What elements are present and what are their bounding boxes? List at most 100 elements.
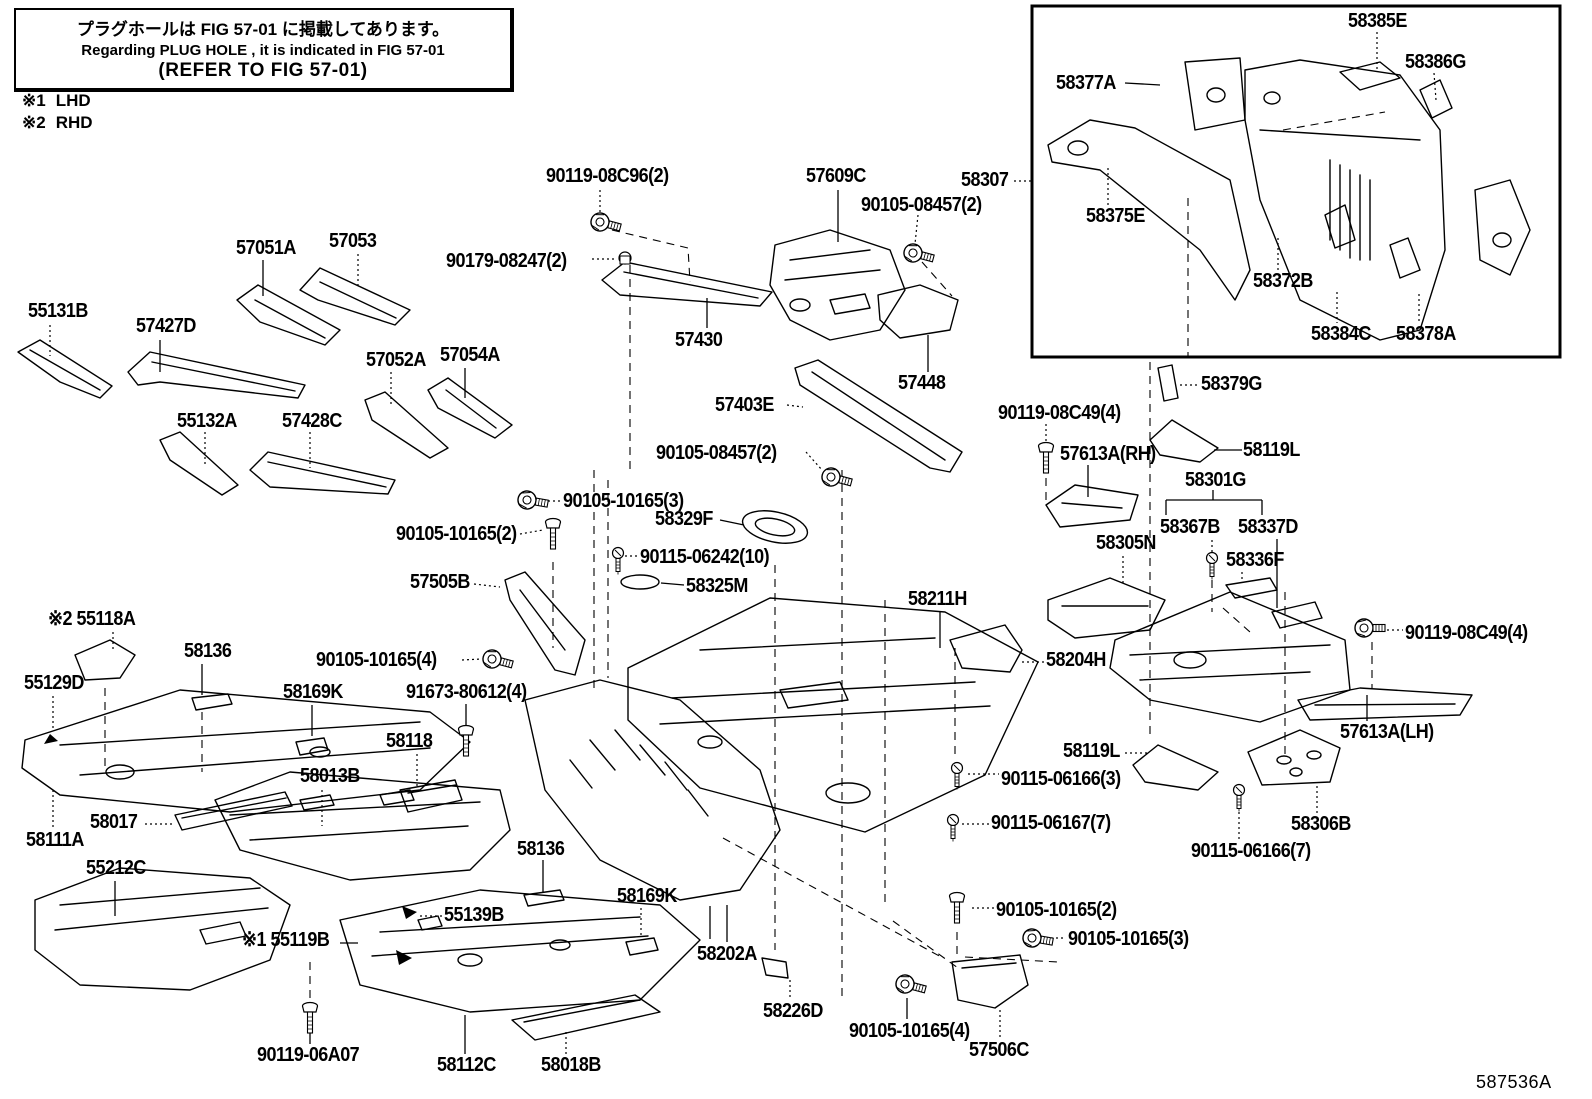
screw-icon — [1232, 783, 1246, 813]
part-label: 90179-08247(2) — [446, 250, 567, 272]
part-shape-57054a — [427, 377, 513, 439]
part-label: 58169K — [283, 681, 343, 703]
part-shape-58211h — [627, 597, 1039, 833]
legend-text: RHD — [55, 113, 93, 132]
part-label: 57506C — [969, 1039, 1029, 1061]
part-shape-57053 — [299, 267, 411, 326]
part-shape-57448 — [877, 284, 959, 339]
part-label: 58119L — [1063, 740, 1120, 762]
part-hole — [105, 764, 135, 780]
note-line-japanese: プラグホールは FIG 57-01 に掲載してあります。 — [76, 20, 450, 39]
part-label: 90105-08457(2) — [861, 194, 982, 216]
part-label: 55129D — [24, 672, 84, 694]
part-label: 57428C — [282, 410, 342, 432]
part-label: 58337D — [1238, 516, 1298, 538]
part-label: 57427D — [136, 315, 196, 337]
part-label: 90105-10165(3) — [563, 490, 684, 512]
part-shape-58377a — [1184, 57, 1246, 131]
part-shape-57505b — [504, 571, 586, 676]
part-shape-55119b — [339, 889, 701, 1013]
part-shape-58111a — [21, 689, 471, 813]
part-label: 58378A — [1396, 323, 1456, 345]
part-label: 90105-10165(4) — [316, 649, 437, 671]
part-label: 55131B — [28, 300, 88, 322]
part-label: 58385E — [1348, 10, 1407, 32]
part-label: 58018B — [541, 1054, 601, 1076]
part-label: 90115-06166(7) — [1191, 840, 1311, 862]
part-label: 55139B — [444, 904, 504, 926]
part-shape-57430 — [601, 261, 773, 307]
fastener-icons — [301, 210, 1386, 1034]
part-shape-58136-upper — [191, 693, 233, 711]
bolt-icon — [544, 517, 562, 550]
part-label: 57403E — [715, 394, 774, 416]
part-shape-58329f — [741, 510, 809, 544]
part-label: 58017 — [90, 811, 138, 833]
part-label: 58119L — [1243, 439, 1300, 461]
part-hole — [1289, 767, 1303, 777]
part-shape-57052a — [364, 391, 449, 459]
part-hole — [457, 953, 483, 967]
inset-box — [1030, 4, 1562, 359]
part-label: 58305N — [1096, 532, 1156, 554]
part-label: 58386G — [1405, 51, 1466, 73]
bolt-icon — [893, 972, 929, 999]
dotted-leaders — [49, 32, 1437, 1054]
bolt-icon — [948, 891, 966, 924]
leader-lines — [114, 82, 1368, 1054]
part-label: 57505B — [410, 571, 470, 593]
part-hole — [1276, 755, 1292, 765]
part-label: 57448 — [898, 372, 946, 394]
part-label: 90115-06242(10) — [640, 546, 770, 568]
part-label: 58325M — [686, 575, 748, 597]
part-label: 58336F — [1226, 549, 1284, 571]
part-drawings — [17, 57, 1531, 1041]
part-shape-55139b-clip — [417, 915, 443, 931]
part-hole — [309, 746, 331, 758]
part-label: 90115-06166(3) — [1001, 768, 1121, 790]
part-label: 58329F — [655, 508, 713, 530]
part-label: 58204H — [1046, 649, 1106, 671]
part-hole — [1263, 91, 1281, 105]
screw-icon — [611, 546, 625, 576]
screw-icon — [1205, 551, 1219, 581]
part-label: 58301G — [1185, 469, 1246, 491]
part-shape-57609c — [769, 229, 906, 341]
part-label: ※2 55118A — [48, 608, 136, 630]
part-shape-58336f — [1225, 577, 1278, 599]
part-label: 58169K — [617, 885, 677, 907]
part-hole — [1492, 232, 1512, 248]
part-shape-58385e — [1339, 61, 1401, 91]
part-label: 90105-10165(3) — [1068, 928, 1189, 950]
part-label: 58379G — [1201, 373, 1262, 395]
part-label: ※1 55119B — [242, 929, 330, 951]
part-label: 57053 — [329, 230, 377, 252]
part-label: 90115-06167(7) — [991, 812, 1111, 834]
bolt-icon — [901, 241, 937, 268]
part-label: 57609C — [806, 165, 866, 187]
part-shape-55131b — [17, 339, 113, 399]
part-shape-57403e — [794, 359, 963, 473]
part-label: 90105-08457(2) — [656, 442, 777, 464]
bolt-icon — [819, 465, 855, 492]
bolt-icon — [1354, 618, 1386, 638]
part-shape-58017 — [174, 791, 293, 831]
screw-icon — [946, 813, 960, 843]
part-label: 90119-08C96(2) — [546, 165, 669, 187]
part-label: 58118 — [386, 730, 433, 752]
part-label: 57613A(LH) — [1340, 721, 1434, 743]
part-shape-58013b — [214, 771, 511, 881]
part-shape-55212c — [34, 867, 291, 991]
part-label: 58375E — [1086, 205, 1145, 227]
part-label: 58202A — [697, 943, 757, 965]
part-shape-58226d — [761, 957, 789, 979]
part-shape-58119l-lower — [1132, 744, 1219, 791]
part-label: 90119-08C49(4) — [998, 402, 1121, 424]
part-shape-58202a — [524, 679, 781, 901]
part-label: 58306B — [1291, 813, 1351, 835]
part-label: 57613A(RH) — [1060, 443, 1156, 465]
part-shape-58384c — [1389, 237, 1421, 279]
part-shape-55132a — [159, 431, 239, 496]
